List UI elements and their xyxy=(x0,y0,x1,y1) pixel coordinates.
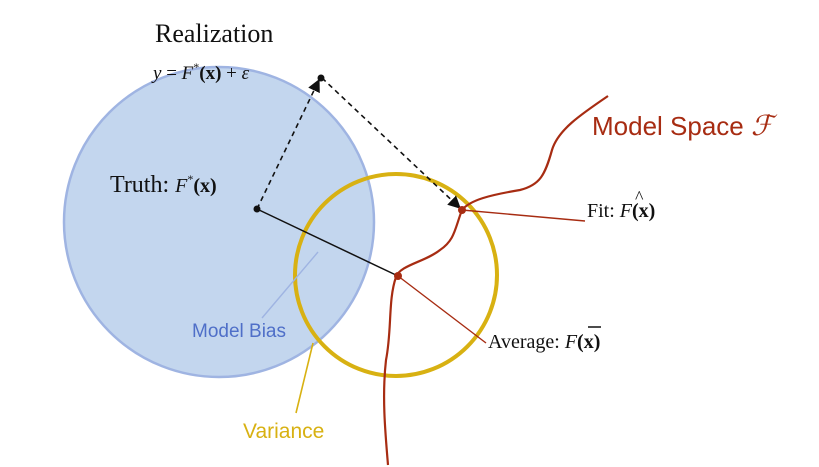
fit-point xyxy=(458,206,466,214)
realization-to-fit-arrow xyxy=(321,77,461,209)
fit-label: Fit: F(x) xyxy=(587,200,655,222)
variance-leader-line xyxy=(295,342,314,414)
average-label: Average: F(x) xyxy=(488,331,600,353)
model-bias-leader-line xyxy=(261,251,319,319)
average-leader-line xyxy=(397,275,487,344)
model-bias-line xyxy=(256,208,399,277)
variance-circle xyxy=(293,172,499,378)
model-space-label: Model Space ℱ xyxy=(592,111,778,142)
fit-hat: ^ xyxy=(635,187,644,207)
average-point xyxy=(394,272,402,280)
realization-equation: y = F*(x) + ε xyxy=(151,60,250,84)
model-bias-label: Model Bias xyxy=(192,321,286,342)
truth-label: Truth: F*(x) xyxy=(110,172,217,198)
realization-point xyxy=(317,74,325,82)
realization-title: Realization xyxy=(155,19,273,48)
variance-label: Variance xyxy=(243,420,324,443)
fit-leader-line xyxy=(461,209,586,222)
model-space-curve xyxy=(382,95,609,466)
truth-point xyxy=(253,205,261,213)
truth-to-realization-arrow xyxy=(256,78,320,210)
